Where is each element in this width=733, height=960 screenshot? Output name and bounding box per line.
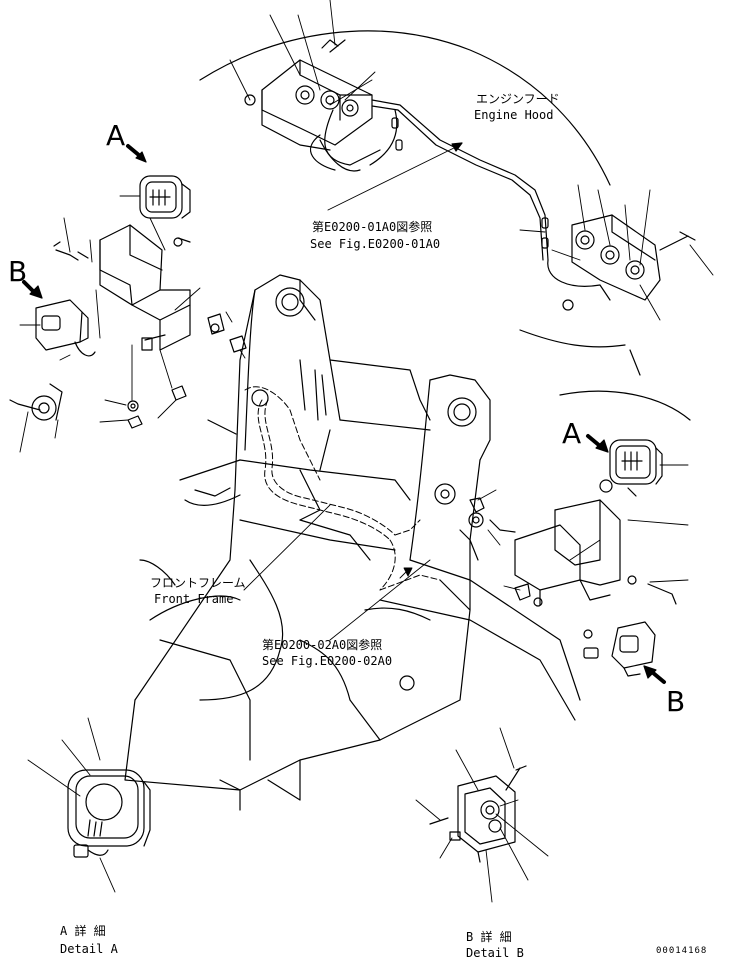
arrow-b-left — [22, 280, 43, 299]
document-number: 00014168 — [656, 946, 708, 956]
work-lamp-right-b — [611, 621, 656, 677]
view-marker-b-right: B — [666, 685, 686, 718]
rear-lamp-top-left — [244, 39, 381, 172]
hood-cable — [327, 99, 549, 261]
engine-hood-label-jp: エンジンフード — [476, 92, 560, 106]
detail-b-title-en: Detail B — [466, 946, 524, 960]
reference-1-label-jp: 第E0200-01A0図参照 — [312, 220, 433, 234]
bolts-right — [459, 479, 677, 659]
arrow-b-right — [643, 665, 666, 684]
detail-b-title-jp: B 詳 細 — [466, 930, 512, 944]
arrow-a-right — [586, 434, 609, 453]
detail-a-lamp — [67, 769, 151, 858]
lead-lines-right — [477, 464, 689, 591]
work-lamp-left-a — [139, 175, 191, 219]
detail-a-title-en: Detail A — [60, 942, 118, 956]
rear-lamp-top-right — [547, 214, 696, 311]
front-frame-label-en: Front Frame — [154, 592, 234, 606]
lamp-bracket-left — [99, 224, 191, 351]
work-lamp-left-b — [35, 299, 96, 357]
horn — [31, 383, 63, 421]
view-marker-a-left: A — [106, 119, 126, 152]
engine-hood-label-en: Engine Hood — [474, 108, 554, 122]
work-lamp-right-a — [609, 439, 663, 485]
front-frame-label-jp: フロントフレーム — [150, 576, 246, 590]
view-marker-a-right: A — [562, 417, 582, 450]
reference-1-label-en: See Fig.E0200-01A0 — [310, 237, 441, 251]
detail-b-leaders — [415, 727, 549, 903]
reference-leaders — [243, 504, 431, 641]
wiring-harness — [244, 386, 441, 591]
lamp-bracket-right — [514, 499, 621, 606]
detail-a-title-jp: A 詳 細 — [60, 924, 106, 938]
lead-lines-top — [229, 0, 376, 106]
reference-2-label-en: See Fig.E0200-02A0 — [262, 654, 393, 668]
front-frame — [124, 274, 581, 811]
lead-lines-left — [19, 195, 246, 453]
engine-hood-outline — [199, 30, 691, 421]
lead-lines-top-right — [519, 184, 714, 321]
view-marker-b-left: B — [8, 255, 28, 288]
bolts-left — [9, 237, 247, 429]
arrow-a-left — [126, 144, 147, 163]
reference-2-label-jp: 第E0200-02A0図参照 — [262, 638, 383, 652]
detail-a-leaders — [27, 717, 116, 893]
detail-b-lamp — [429, 765, 527, 863]
